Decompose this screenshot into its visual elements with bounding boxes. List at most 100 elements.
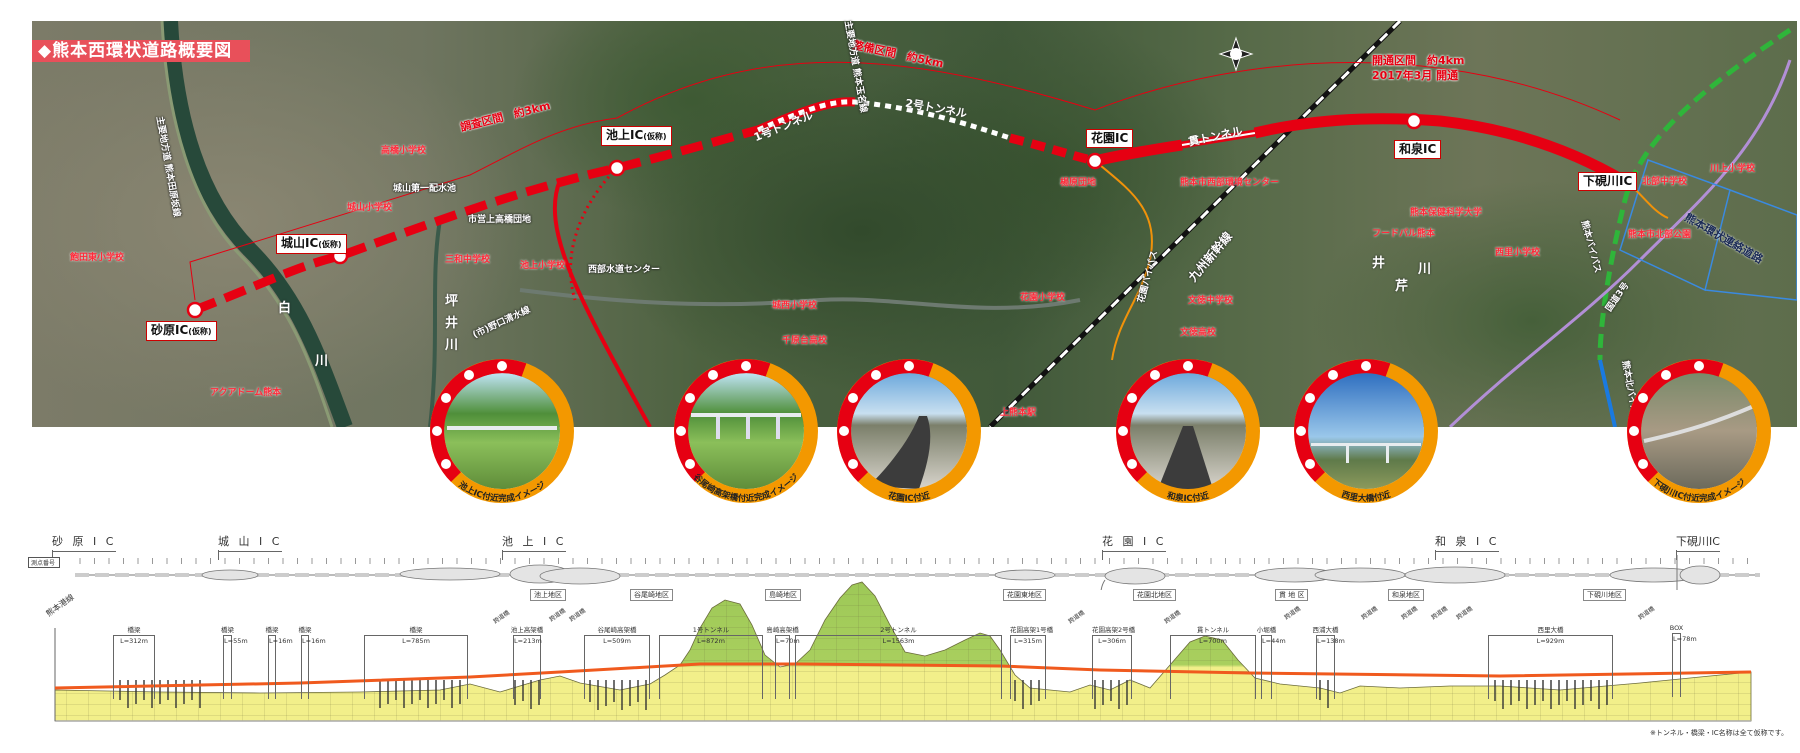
place-label: 城西小学校 [772, 301, 818, 311]
district-label: 池上地区 [530, 589, 566, 601]
structure-span: L=44m [1261, 635, 1286, 699]
district-label: 花園東地区 [1003, 589, 1046, 601]
structure-span: L=312m [113, 635, 155, 699]
structure-name: 橋梁 [409, 626, 423, 634]
ic-label-ikegami: 池上IC(仮称) [601, 126, 672, 146]
structure-span: L=16m [301, 635, 326, 699]
place-label: 千原台高校 [782, 336, 828, 346]
structure-span: L=306m [1092, 635, 1132, 699]
structure-name: 1号トンネル [692, 626, 730, 634]
place-label: 池上小学校 [520, 261, 566, 271]
svg-text:和泉IC付近: 和泉IC付近 [1166, 490, 1211, 504]
place-label: 高橋小学校 [381, 146, 427, 156]
structure-span: L=700m [1170, 635, 1256, 699]
profile-ic-label: 下硯川IC [1676, 533, 1720, 560]
structure-name: 西浦大橋 [1312, 626, 1339, 634]
compass-icon [1218, 36, 1254, 72]
structure-span: L=138m [1316, 635, 1345, 699]
survey-section-bracket [189, 117, 618, 301]
footnote: ※トンネル・橋梁・IC名称は全て仮称です。 [1650, 729, 1788, 737]
photo-taniozaki-bridge[interactable]: 谷尾崎高架橋付近完成イメージ [671, 356, 821, 506]
profile-ic-label: 砂 原 I C [52, 533, 117, 560]
page-title: ◆熊本西環状道路概要図 [32, 40, 250, 62]
tunnel-segment [757, 99, 1011, 141]
structure-span: L=213m [513, 635, 542, 699]
photo-ikegami-ic[interactable]: 池上IC付近完成イメージ [427, 356, 577, 506]
kita-bypass-line [1598, 359, 1617, 427]
river-char: 坪 [445, 294, 459, 309]
tsuboi-river [428, 219, 442, 427]
place-label: 楊原団地 [1060, 178, 1097, 188]
map-overlay [160, 21, 1797, 427]
structure-name: 花園高架2号橋 [1092, 626, 1136, 634]
opened-section-label: 開通区間 約4km [1372, 54, 1465, 67]
place-label: 三和中学校 [445, 255, 491, 265]
district-label: 和泉地区 [1388, 589, 1424, 601]
construction-section-bracket [616, 61, 1096, 119]
structure-span: L=1563m [795, 635, 1002, 699]
profile-ic-label: 和 泉 I C [1435, 533, 1500, 560]
place-label: 北部中学校 [1642, 177, 1688, 187]
structure-span: L=872m [659, 635, 763, 699]
ic-label-sunahara: 砂原IC(仮称) [146, 321, 217, 341]
place-label: 花園小学校 [1020, 293, 1066, 303]
structure-name: 貫トンネル [1196, 626, 1230, 634]
profile-ic-label: 池 上 I C [502, 533, 567, 560]
city-road-line [552, 179, 652, 427]
structure-name: 橋梁 [127, 626, 141, 634]
district-label: 貫 地 区 [1275, 589, 1309, 601]
place-label: 川上小学校 [1710, 164, 1756, 174]
structure-name: 小堀橋 [1256, 626, 1277, 634]
structure-name: 橋梁 [298, 626, 312, 634]
place-label: 西部水道センター [588, 265, 661, 275]
structure-span: L=70m [775, 635, 800, 699]
place-label: 上熊本駅 [1000, 408, 1037, 418]
ic-marker-sunahara[interactable] [186, 301, 204, 319]
photo-hanazono-ic[interactable]: 花園IC付近 [834, 356, 984, 506]
opened-date-label: 2017年3月 開通 [1372, 69, 1459, 82]
structure-span: L=785m [364, 635, 468, 699]
structure-name: 池上高架橋 [510, 626, 544, 634]
structure-span: L=509m [584, 635, 650, 699]
structure-name: 島崎高架橋 [766, 626, 799, 634]
hanazono-bypass-line [1094, 160, 1153, 361]
structure-span: L=78m [1672, 633, 1697, 697]
structure-name: 橋梁 [221, 626, 234, 634]
photo-nishizato-bridge[interactable]: 西里大橋付近 [1291, 356, 1441, 506]
place-label: 文徳高校 [1180, 328, 1217, 338]
river-char: 川 [445, 338, 459, 353]
profile-ic-label: 花 園 I C [1102, 533, 1167, 560]
ic-marker-izumi[interactable] [1405, 112, 1423, 130]
structure-name: BOX [1669, 624, 1684, 632]
ic-marker-ikegami[interactable] [608, 159, 626, 177]
ic-label-shimotogawa: 下硯川IC [1578, 172, 1638, 191]
kumamoto-bypass-line [1597, 27, 1792, 361]
place-label: 文徳中学校 [1188, 296, 1234, 306]
iseri-river [519, 288, 1081, 310]
district-label: 谷尾崎地区 [630, 589, 673, 601]
photo-shimotogawa-ic[interactable]: 下硯川IC付近完成イメージ [1624, 356, 1774, 506]
ic-label-hanazono: 花園IC [1086, 129, 1134, 148]
route-planned [193, 125, 760, 315]
structure-name: 橋梁 [265, 626, 279, 634]
photo-caption: 和泉IC付近 [1166, 490, 1211, 504]
place-label: 城山第一配水池 [393, 184, 457, 194]
ic-marker-hanazono[interactable] [1086, 152, 1104, 170]
structure-name: 西里大橋 [1537, 626, 1564, 634]
photo-izumi-ic[interactable]: 和泉IC付近 [1113, 356, 1263, 506]
place-label: アクアドーム熊本 [210, 388, 282, 398]
profile-ic-label: 城 山 I C [218, 533, 283, 560]
district-label: 島崎地区 [765, 589, 801, 601]
